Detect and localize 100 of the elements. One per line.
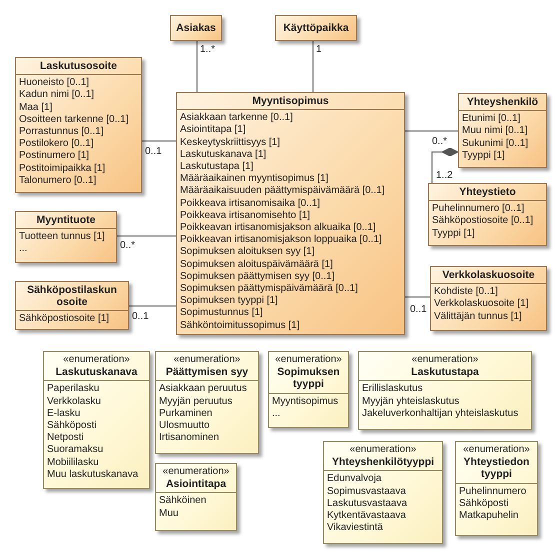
composition-line (432, 148, 458, 184)
attribute-text: ... (19, 243, 28, 256)
enumeration-box (358, 351, 532, 430)
class-box (15, 57, 142, 193)
enum-literal: Muu (159, 508, 178, 520)
class-name: Yhteyshenkilötyyppi (330, 456, 436, 468)
enumeration-box (455, 441, 538, 536)
enumeration-box (268, 351, 349, 428)
class-name: Asiakas (175, 22, 217, 34)
stereotype-label: «enumeration» (172, 354, 242, 366)
enum-literal: Netposti (47, 432, 84, 444)
enum-literal: Jakeluverkonhaltijan yhteislaskutus (362, 408, 518, 420)
attribute-text: Huoneisto [0..1] (19, 77, 90, 90)
class-name: Yhteystiedon tyyppi (462, 456, 530, 481)
attribute-text: Puhelinnumero [0..1] (432, 203, 524, 216)
class-name: Laskutuskanava (54, 366, 138, 378)
multiplicity-label: 0..1 (145, 146, 162, 157)
enumeration-box (155, 463, 237, 531)
class-name: Sähköpostilaskun osoite (26, 284, 118, 308)
attribute-text: Sähköntoimitussopimus [1] (180, 320, 300, 332)
stereotype-label: «enumeration» (410, 354, 480, 366)
attribute-text: Laskutuskanava [1] (180, 148, 266, 162)
attribute-text: Sähköpostiosoite [1] (19, 313, 110, 326)
attribute-text: Keskeytyskriittisyys [1] (180, 136, 280, 149)
attribute-text: Kohdiste [0..1] (434, 286, 498, 298)
class-name: Laskutusosoite (38, 60, 118, 72)
stereotype-label: «enumeration» (348, 444, 418, 456)
enum-literal: Kytkentävastaava (327, 510, 406, 522)
attribute-text: Määräaikainen myyntisopimus [1] (180, 173, 328, 186)
class-box (176, 92, 405, 335)
attribute-text: Sopimuksen aloituspäivämäärä [1] (180, 258, 333, 271)
attribute-text: Sopimuksen aloituksen syy [1] (180, 246, 315, 259)
attribute-text: Sopimuksen tyyppi [1] (180, 295, 278, 308)
class-name: Käyttöpaikka (282, 22, 350, 34)
attribute-text: Osoitteen tarkenne [0..1] (19, 114, 129, 126)
attribute-text: Verkkolaskuosoite [1] (434, 298, 528, 311)
attribute-text: Maa [1] (19, 102, 52, 114)
enum-literal: Irtisanominen (159, 432, 220, 444)
enum-literal: Myyjän peruutus (159, 396, 232, 408)
association-line (312, 40, 314, 92)
association-line (142, 140, 176, 142)
attribute-text: Postitoimipaikka [1] (19, 162, 106, 175)
multiplicity-label: 1..* (200, 44, 216, 55)
attribute-text: Tuotteen tunnus [1] (19, 231, 105, 244)
enum-literal: Sähköinen (159, 495, 206, 508)
attribute-text: Sopimustunnus [1] (180, 307, 263, 320)
attribute-text: Poikkeavan irtisanomisjakson loppuaika [0..1] (180, 234, 382, 246)
multiplicity-label: 0..* (432, 136, 448, 147)
enum-literal: Mobiililasku (47, 456, 99, 469)
enum-literal: Laskutusvastaava (327, 498, 408, 510)
multiplicity-label: 1..2 (436, 170, 453, 181)
enum-literal: Sopimusvastaava (327, 486, 406, 498)
stereotype-label: «enumeration» (62, 354, 131, 366)
class-name: Myyntisopimus (251, 95, 330, 108)
attribute-text: Asiointitapa [1] (180, 124, 246, 137)
attribute-text: Sähköpostiosoite [0..1] (432, 215, 534, 228)
enum-literal: Muu laskutuskanava (47, 468, 138, 482)
class-box (428, 183, 547, 246)
class-name: Myyntituote (36, 214, 96, 226)
enum-literal: E-lasku (47, 408, 80, 420)
class-box (430, 266, 547, 331)
enum-literal: Myyjän yhteislaskutus (362, 396, 460, 408)
enum-literal: Verkkolasku (47, 396, 101, 408)
enum-literal: Matkapuhelin (459, 510, 518, 522)
enum-literal: Ulosmuutto (159, 420, 210, 432)
multiplicity-label: 0..1 (410, 304, 427, 315)
enum-literal: Suoramaksu (47, 444, 104, 457)
attribute-text: Tyyppi [1] (432, 228, 475, 240)
enum-literal: Vikaviestintä (327, 522, 383, 534)
enum-literal: ... (272, 408, 280, 420)
attribute-text: Asiakkaan tarkenne [0..1] (180, 112, 293, 124)
class-name: Laskutustapa (410, 366, 480, 378)
attribute-text: Postinumero [1] (19, 150, 90, 163)
attribute-text: Sopimuksen päättymisen syy [0..1] (180, 270, 335, 284)
multiplicity-label: 1 (316, 44, 322, 55)
attribute-text: Tyyppi [1] (462, 150, 505, 162)
attribute-text: Välittäjän tunnus [1] (434, 310, 522, 323)
enum-literal: Sähköposti (459, 498, 508, 510)
attribute-text: Postilokero [0..1] (19, 138, 94, 150)
attribute-text: Poikkeava irtisanomisehto [1] (180, 210, 310, 222)
attribute-text: Etunimi [0..1] (462, 113, 520, 126)
enum-literal: Myyntisopimus (272, 396, 338, 408)
stereotype-label: «enumeration» (274, 354, 343, 366)
class-box (275, 15, 357, 42)
attribute-text: Poikkeavan irtisanomisjakson alkuaika [0..1] (180, 222, 376, 234)
class-name: Päättymisen syy (164, 366, 250, 378)
attribute-text: Muu nimi [0..1] (462, 125, 528, 138)
class-box (15, 211, 117, 263)
multiplicity-label: 0..* (120, 240, 136, 251)
class-box (458, 93, 547, 168)
class-name: Sopimuksen tyyppi (276, 366, 341, 391)
association-line (404, 130, 458, 132)
enum-literal: Purkaminen (159, 408, 212, 420)
enum-literal: Erillislaskutus (362, 383, 423, 396)
stereotype-label: «enumeration» (162, 466, 230, 478)
enum-literal: Puhelinnumero (459, 486, 526, 498)
stereotype-label: «enumeration» (462, 444, 531, 456)
attribute-text: Poikkeava irtisanomisaika [0..1] (180, 198, 320, 210)
attribute-text: Kadun nimi [0..1] (19, 89, 94, 102)
association-line (404, 296, 430, 298)
